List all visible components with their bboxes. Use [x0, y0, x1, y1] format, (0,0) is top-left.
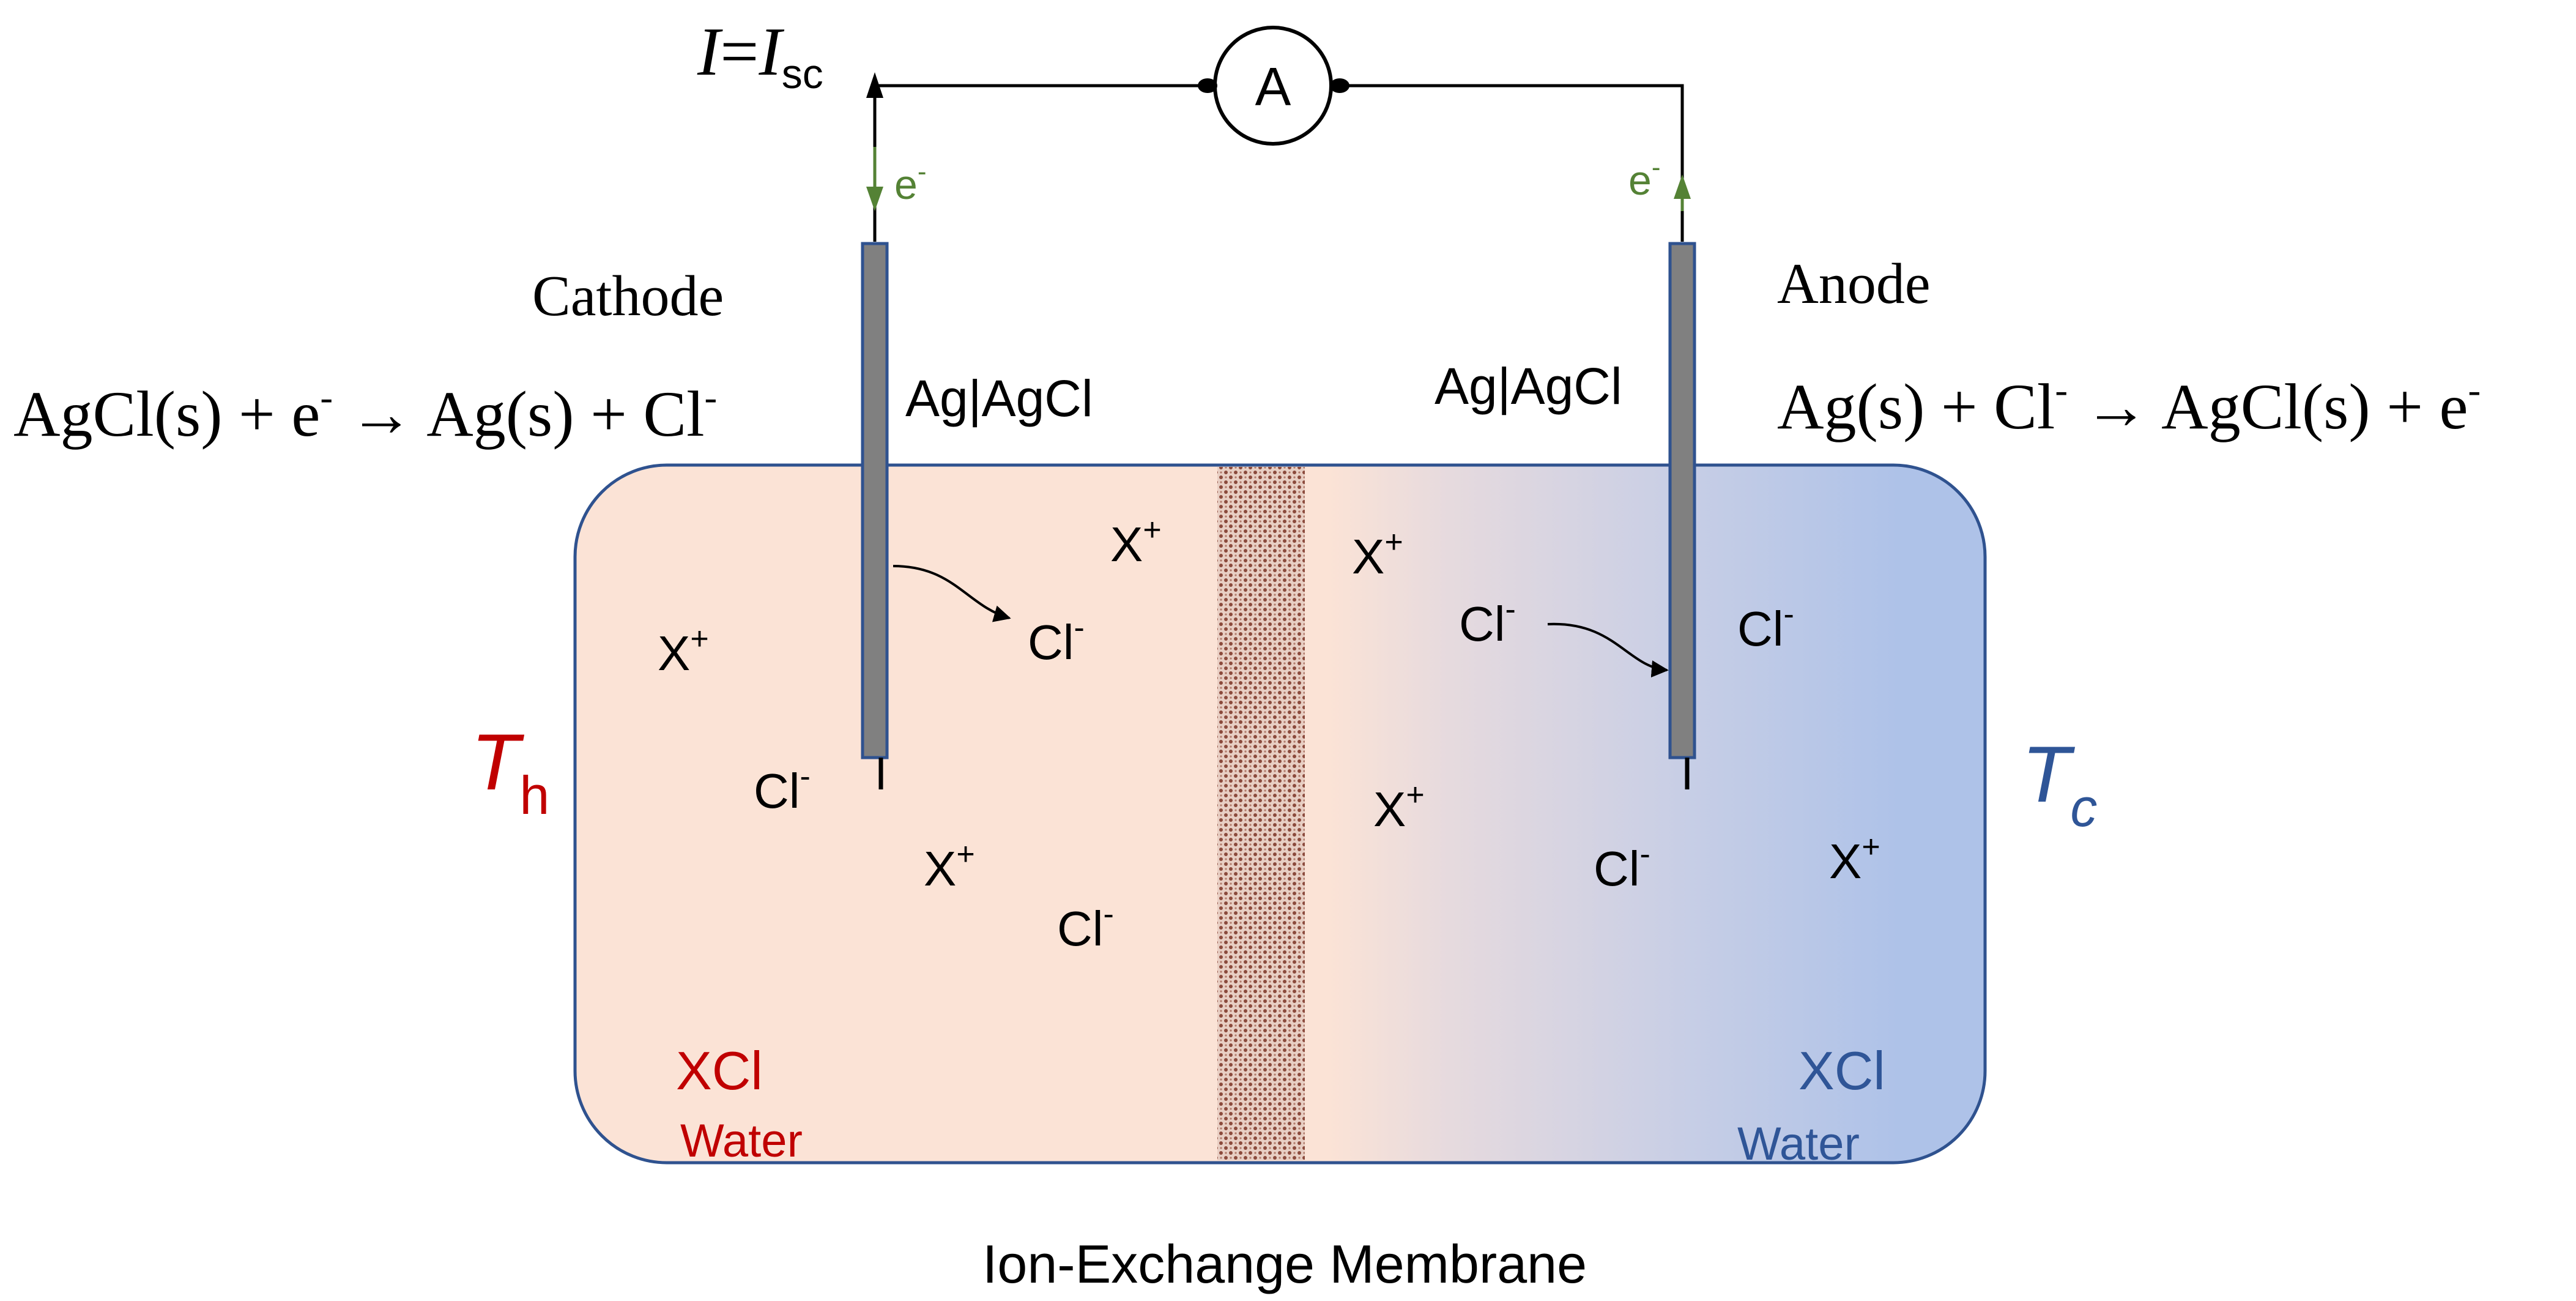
electron-label-right: e-	[1628, 152, 1660, 204]
anion-labels: Cl- Cl- Cl- Cl- Cl- Cl-	[754, 592, 1794, 956]
ammeter-terminal-left	[1198, 78, 1217, 93]
hot-solvent-label: Water	[680, 1115, 803, 1167]
cold-solvent-label: Water	[1737, 1118, 1860, 1170]
anion-label: Cl-	[1594, 837, 1650, 896]
current-label: I=Isc	[697, 14, 823, 97]
anion-label: Cl-	[1028, 610, 1085, 669]
anode-electrode	[1668, 242, 1696, 759]
hot-temperature-label: Th	[471, 717, 549, 826]
anode-title: Anode	[1777, 252, 1931, 316]
hot-salt-label: XCl	[676, 1040, 763, 1101]
ammeter-label: A	[1255, 56, 1291, 117]
anion-label: Cl-	[1459, 592, 1516, 651]
cathode-title: Cathode	[532, 264, 724, 328]
cathode-release-arrow-icon	[893, 565, 1011, 622]
cathode-reaction: AgCl(s) + e- → Ag(s) + Cl-	[13, 377, 717, 450]
ammeter-terminal-right	[1330, 78, 1349, 93]
anion-label: Cl-	[1057, 897, 1114, 956]
cation-label: X+	[1829, 829, 1880, 889]
anion-label: Cl-	[1737, 597, 1794, 656]
anion-label: Cl-	[754, 759, 811, 818]
ion-exchange-membrane	[1217, 467, 1305, 1160]
cation-label: X+	[1110, 512, 1162, 572]
cation-labels: X+ X+ X+ X+ X+ X+	[658, 512, 1880, 896]
electron-arrow-down-icon	[866, 187, 883, 211]
electron-label-left: e-	[894, 157, 926, 208]
electron-arrow-up-icon	[1674, 174, 1691, 199]
current-arrow-icon	[866, 72, 883, 98]
cation-label: X+	[658, 621, 709, 680]
cathode-electrode-label: Ag|AgCl	[905, 370, 1093, 427]
cation-label: X+	[924, 837, 975, 896]
cold-salt-label: XCl	[1798, 1040, 1885, 1101]
cation-label: X+	[1352, 524, 1403, 584]
anode-reaction: Ag(s) + Cl- → AgCl(s) + e-	[1777, 370, 2481, 442]
anode-uptake-arrow-icon	[1547, 622, 1669, 677]
anode-electrode-label: Ag|AgCl	[1435, 357, 1622, 415]
cold-temperature-label: Tc	[2022, 729, 2097, 838]
cation-label: X+	[1373, 777, 1425, 837]
cathode-electrode	[861, 242, 889, 759]
membrane-label: Ion-Exchange Membrane	[982, 1234, 1587, 1294]
